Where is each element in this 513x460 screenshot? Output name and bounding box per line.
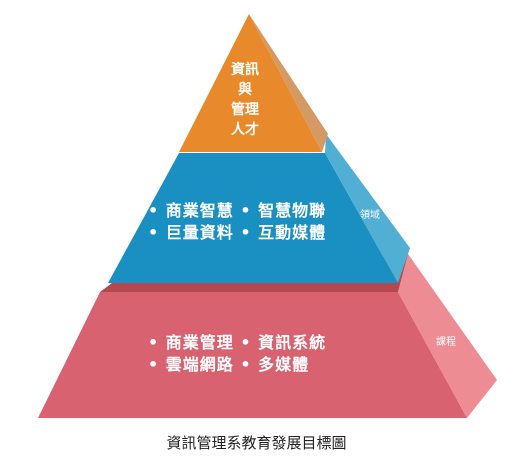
bottom-tier-label: • 商業管理 • 資訊系統 • 雲端網路 • 多媒體	[148, 332, 326, 376]
middle-row-2: • 巨量資料 • 互動媒體	[148, 223, 327, 242]
bottom-side-label: 課程	[436, 337, 456, 348]
middle-row-1: • 商業智慧 • 智慧物聯	[148, 201, 327, 220]
bottom-tier-side	[398, 254, 497, 418]
middle-side-label: 領域	[360, 210, 380, 221]
middle-tier-label: • 商業智慧 • 智慧物聯 • 巨量資料 • 互動媒體	[148, 200, 326, 244]
middle-tier-side	[325, 134, 410, 283]
bottom-row-2: • 雲端網路 • 多媒體	[148, 355, 310, 374]
middle-tier-front	[108, 153, 398, 283]
bottom-row-1: • 商業管理 • 資訊系統	[148, 333, 327, 352]
top-line-2: 與	[238, 82, 252, 98]
top-line-1: 資訊	[231, 62, 259, 78]
bottom-tier-front	[38, 292, 467, 418]
top-tier-label: 資訊 與 管理 人才	[205, 60, 285, 140]
top-line-3: 管理	[231, 102, 259, 118]
top-tier-front	[179, 14, 322, 152]
top-tier-side	[249, 14, 328, 152]
diagram-caption: 資訊管理系教育發展目標圖	[166, 434, 347, 452]
top-line-4: 人才	[231, 122, 259, 138]
